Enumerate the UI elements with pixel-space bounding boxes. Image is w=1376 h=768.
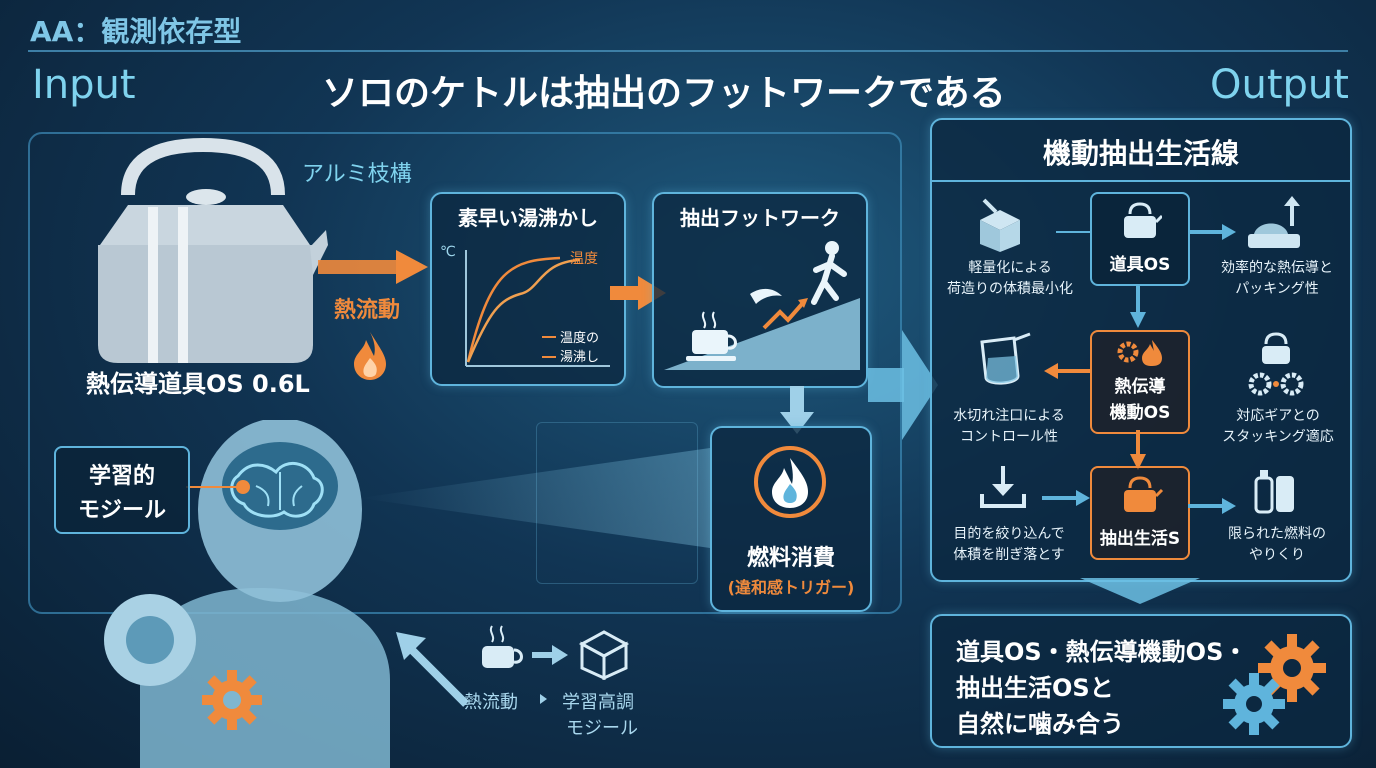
learning-module-box: 学習的 モジール xyxy=(54,446,190,534)
summary-line-3: 自然に噛み合う xyxy=(956,710,1124,738)
footwork-panel-title: 抽出フットワーク xyxy=(680,206,840,230)
mobility-panel-title: 機動抽出生活線 xyxy=(1042,137,1239,170)
legend-line-2 xyxy=(542,356,556,358)
temp-label: 温度 xyxy=(570,251,598,267)
learning-module-line-2: モジール xyxy=(77,498,166,523)
connector-lightweight-tool xyxy=(1056,231,1090,233)
flame-icon xyxy=(354,332,386,380)
kettle-label: 熱伝導道具OS 0.6L xyxy=(86,370,310,398)
spout-line-1: 水切れ注口による xyxy=(953,408,1065,424)
life-kettle-icon xyxy=(1124,476,1164,512)
efficient-stack-icon xyxy=(1248,196,1300,248)
legend-label-2: 湯沸し xyxy=(560,350,600,365)
mobility-title-divider xyxy=(932,180,1350,182)
chevron-down-icon xyxy=(1080,578,1200,604)
bottom-heat-flow-label: 熱流動 xyxy=(464,692,518,713)
lightweight-line-1: 軽量化による xyxy=(968,260,1052,276)
footwork-illustration xyxy=(664,241,860,370)
purpose-line-2: 体積を削ぎ落とす xyxy=(953,547,1065,563)
output-label: Output xyxy=(1210,62,1349,108)
legend-label-1: 温度の xyxy=(560,331,600,346)
input-label: Input xyxy=(32,62,136,108)
arrow-thermal-to-life xyxy=(1130,430,1146,470)
boil-panel-title: 素早い湯沸かし xyxy=(458,206,598,230)
gear-kettle-icon xyxy=(1248,332,1304,396)
temperature-curve xyxy=(465,250,610,367)
gear-line-1: 対応ギアとの xyxy=(1236,408,1320,424)
arrow-life-to-fuel xyxy=(1188,498,1236,514)
alum-label: アルミ枝構 xyxy=(302,162,412,187)
main-title: ソロのケトルは抽出のフットワークである xyxy=(322,73,1006,114)
fuel-text: 限られた燃料の やりくり xyxy=(1212,524,1342,566)
curved-arrow-up xyxy=(396,632,469,707)
arrow-footwork-to-fuel xyxy=(780,386,814,434)
spout-line-2: コントロール性 xyxy=(960,429,1058,445)
brain-connector-dot xyxy=(236,480,250,494)
purpose-text: 目的を絞り込んで 体積を削ぎ落とす xyxy=(936,524,1082,566)
fuel-title: 燃料消費 xyxy=(746,546,835,571)
efficient-line-1: 効率的な熱伝導と xyxy=(1221,260,1333,276)
arrow-to-mobility xyxy=(868,330,938,440)
brain-connector-line xyxy=(186,486,238,488)
tool-kettle-icon xyxy=(1124,202,1162,238)
efficient-text: 効率的な熱伝導と パッキング性 xyxy=(1212,258,1342,300)
heat-flow-arrow xyxy=(318,250,428,284)
fuel-line-1: 限られた燃料の xyxy=(1228,526,1326,542)
efficient-line-2: パッキング性 xyxy=(1235,281,1319,297)
fuel-flame-icon xyxy=(754,446,826,518)
tool-os-label: 道具OS xyxy=(1109,255,1171,275)
gear-icon xyxy=(202,670,262,730)
header-divider xyxy=(28,50,1348,52)
boil-panel: 素早い湯沸かし ℃ 温度 温度の 湯沸し xyxy=(430,192,626,386)
celsius-label: ℃ xyxy=(440,244,456,260)
tool-os-box: 道具OS xyxy=(1090,192,1190,286)
spout-text: 水切れ注口による コントロール性 xyxy=(936,406,1082,448)
mobility-panel: 機動抽出生活線 軽量化による 荷造りの体積最小化 道具OS 効率的な熱伝導と パ… xyxy=(930,118,1352,582)
fuel-panel: 燃料消費 (違和感トリガー) xyxy=(710,426,872,612)
heat-flow-label: 熱流動 xyxy=(334,298,401,323)
arrow-cup-to-box xyxy=(532,645,568,665)
summary-gears-icon xyxy=(1223,634,1326,735)
bottom-module-line-1: 学習高調 xyxy=(562,692,634,713)
life-s-label: 抽出生活S xyxy=(1099,529,1181,549)
arrow-purpose-to-life xyxy=(1042,490,1090,506)
person-silhouette xyxy=(104,420,390,768)
learning-module-line-1: 学習的 xyxy=(88,464,155,489)
arrow-tool-to-thermal xyxy=(1130,284,1146,328)
footwork-panel: 抽出フットワーク xyxy=(652,192,868,388)
small-arrow-marker xyxy=(540,694,547,704)
gear-text: 対応ギアとの スタッキング適応 xyxy=(1208,406,1348,448)
kettle-illustration xyxy=(98,137,328,363)
spout-icon xyxy=(980,332,1031,385)
download-icon xyxy=(980,466,1026,508)
summary-panel: 道具OS・熱伝導機動OS・ 抽出生活OSと 自然に噛み合う xyxy=(930,614,1352,748)
legend-line-1 xyxy=(542,336,556,338)
lightweight-box-icon xyxy=(980,198,1020,252)
arrow-thermal-to-spout xyxy=(1044,363,1092,379)
gear-flame-icon xyxy=(1117,340,1162,366)
fuel-line-2: やりくり xyxy=(1249,547,1305,563)
brand-label: AA：観測依存型 xyxy=(30,15,242,48)
box-icon xyxy=(578,630,630,680)
fuel-canister-icon xyxy=(1254,470,1294,514)
bottom-module-line-2: モジール xyxy=(566,718,638,739)
thermal-os-line-1: 熱伝導 xyxy=(1114,377,1166,397)
thermal-os-line-2: 機動OS xyxy=(1109,403,1171,423)
arrow-tool-to-efficient xyxy=(1188,224,1236,240)
lightweight-line-2: 荷造りの体積最小化 xyxy=(947,281,1073,297)
summary-line-2: 抽出生活OSと xyxy=(956,674,1114,702)
coffee-cup-icon xyxy=(482,625,523,668)
lightweight-text: 軽量化による 荷造りの体積最小化 xyxy=(940,258,1080,300)
purpose-line-1: 目的を絞り込んで xyxy=(953,526,1065,542)
summary-line-1: 道具OS・熱伝導機動OS・ xyxy=(956,638,1248,666)
background-monitor xyxy=(536,422,698,584)
life-s-box: 抽出生活S xyxy=(1090,466,1190,560)
fuel-subtitle: (違和感トリガー) xyxy=(727,578,855,597)
thermal-os-box: 熱伝導 機動OS xyxy=(1090,330,1190,434)
gear-line-2: スタッキング適応 xyxy=(1222,429,1334,445)
